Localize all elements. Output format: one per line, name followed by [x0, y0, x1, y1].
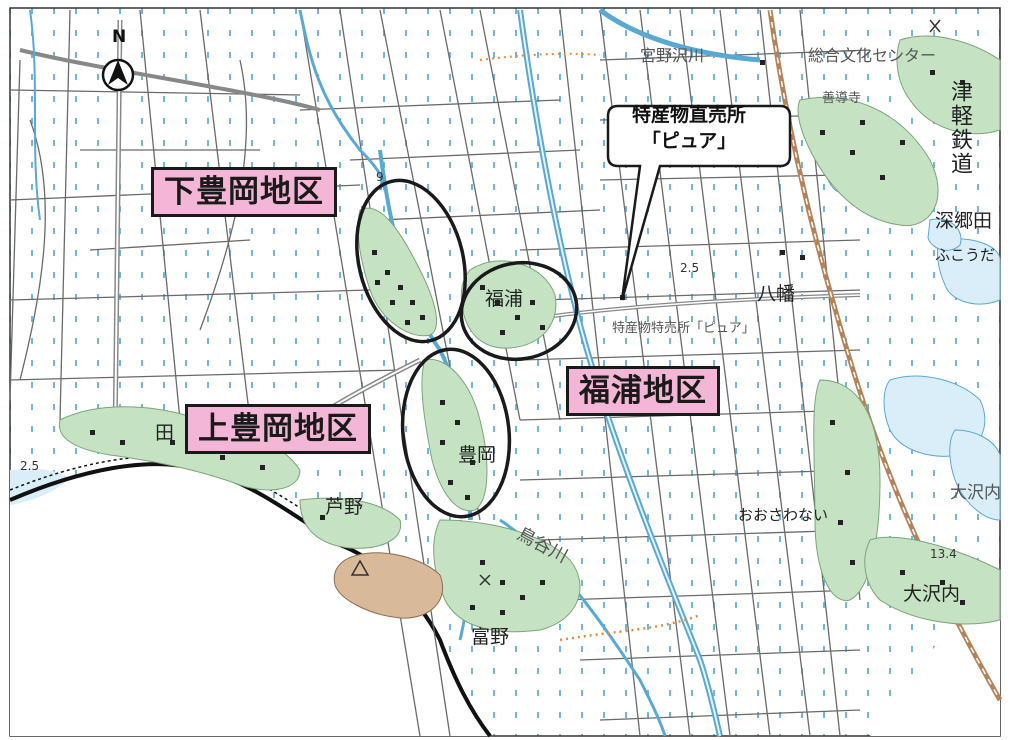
- top-river-name: 宮野沢川: [640, 46, 705, 65]
- place-fukagoda: 深郷田: [935, 210, 993, 232]
- place-hachiman: 八幡: [757, 283, 796, 305]
- place-fukoda-kana: ふこうだ: [935, 246, 996, 264]
- elevation-2-5-west: 2.5: [20, 459, 40, 473]
- place-osawanai-kana: おおさわない: [738, 506, 829, 524]
- callout-text: 特産物直売所 「ピュア」: [600, 103, 778, 154]
- settlements: [58, 35, 1001, 633]
- blank-area: [870, 590, 1000, 736]
- district-label-shimo-toyooka: 下豊岡地区: [151, 167, 337, 217]
- district-label-fukura: 福浦地区: [566, 366, 720, 416]
- circle-kami-toyooka: [400, 347, 512, 519]
- north-label: N: [112, 27, 127, 47]
- district-label-kami-toyooka: 上豊岡地区: [185, 404, 371, 454]
- north-arrow-icon: [101, 58, 135, 92]
- callout-bubble: [606, 104, 792, 301]
- callout-line-1: 特産物直売所: [631, 104, 746, 126]
- elevation-13-4: 13.4: [930, 547, 957, 561]
- circle-fukura: [459, 260, 579, 362]
- railway-label: 津軽鉄道: [947, 80, 972, 176]
- culture-center-label: 総合文化センター: [808, 46, 937, 65]
- place-osawanai: 大沢内: [903, 583, 961, 605]
- place-ta: 田: [155, 422, 175, 444]
- place-toyooka: 豊岡: [458, 444, 497, 466]
- sea: [10, 464, 490, 736]
- place-tomino: 富野: [471, 626, 510, 648]
- store-label: 特産物特売所「ピュア」: [612, 321, 755, 336]
- circle-shimo-toyooka: [355, 178, 467, 344]
- elevation-2-5-east: 2.5: [680, 261, 700, 275]
- elevation-9: 9: [376, 170, 384, 184]
- callout-line-2: 「ピュア」: [641, 129, 737, 152]
- place-fukura: 福浦: [485, 288, 524, 310]
- osawanai-top-label: 大沢内: [950, 483, 1001, 503]
- place-ashino: 芦野: [325, 496, 364, 518]
- temple-label: 善導寺: [822, 91, 862, 106]
